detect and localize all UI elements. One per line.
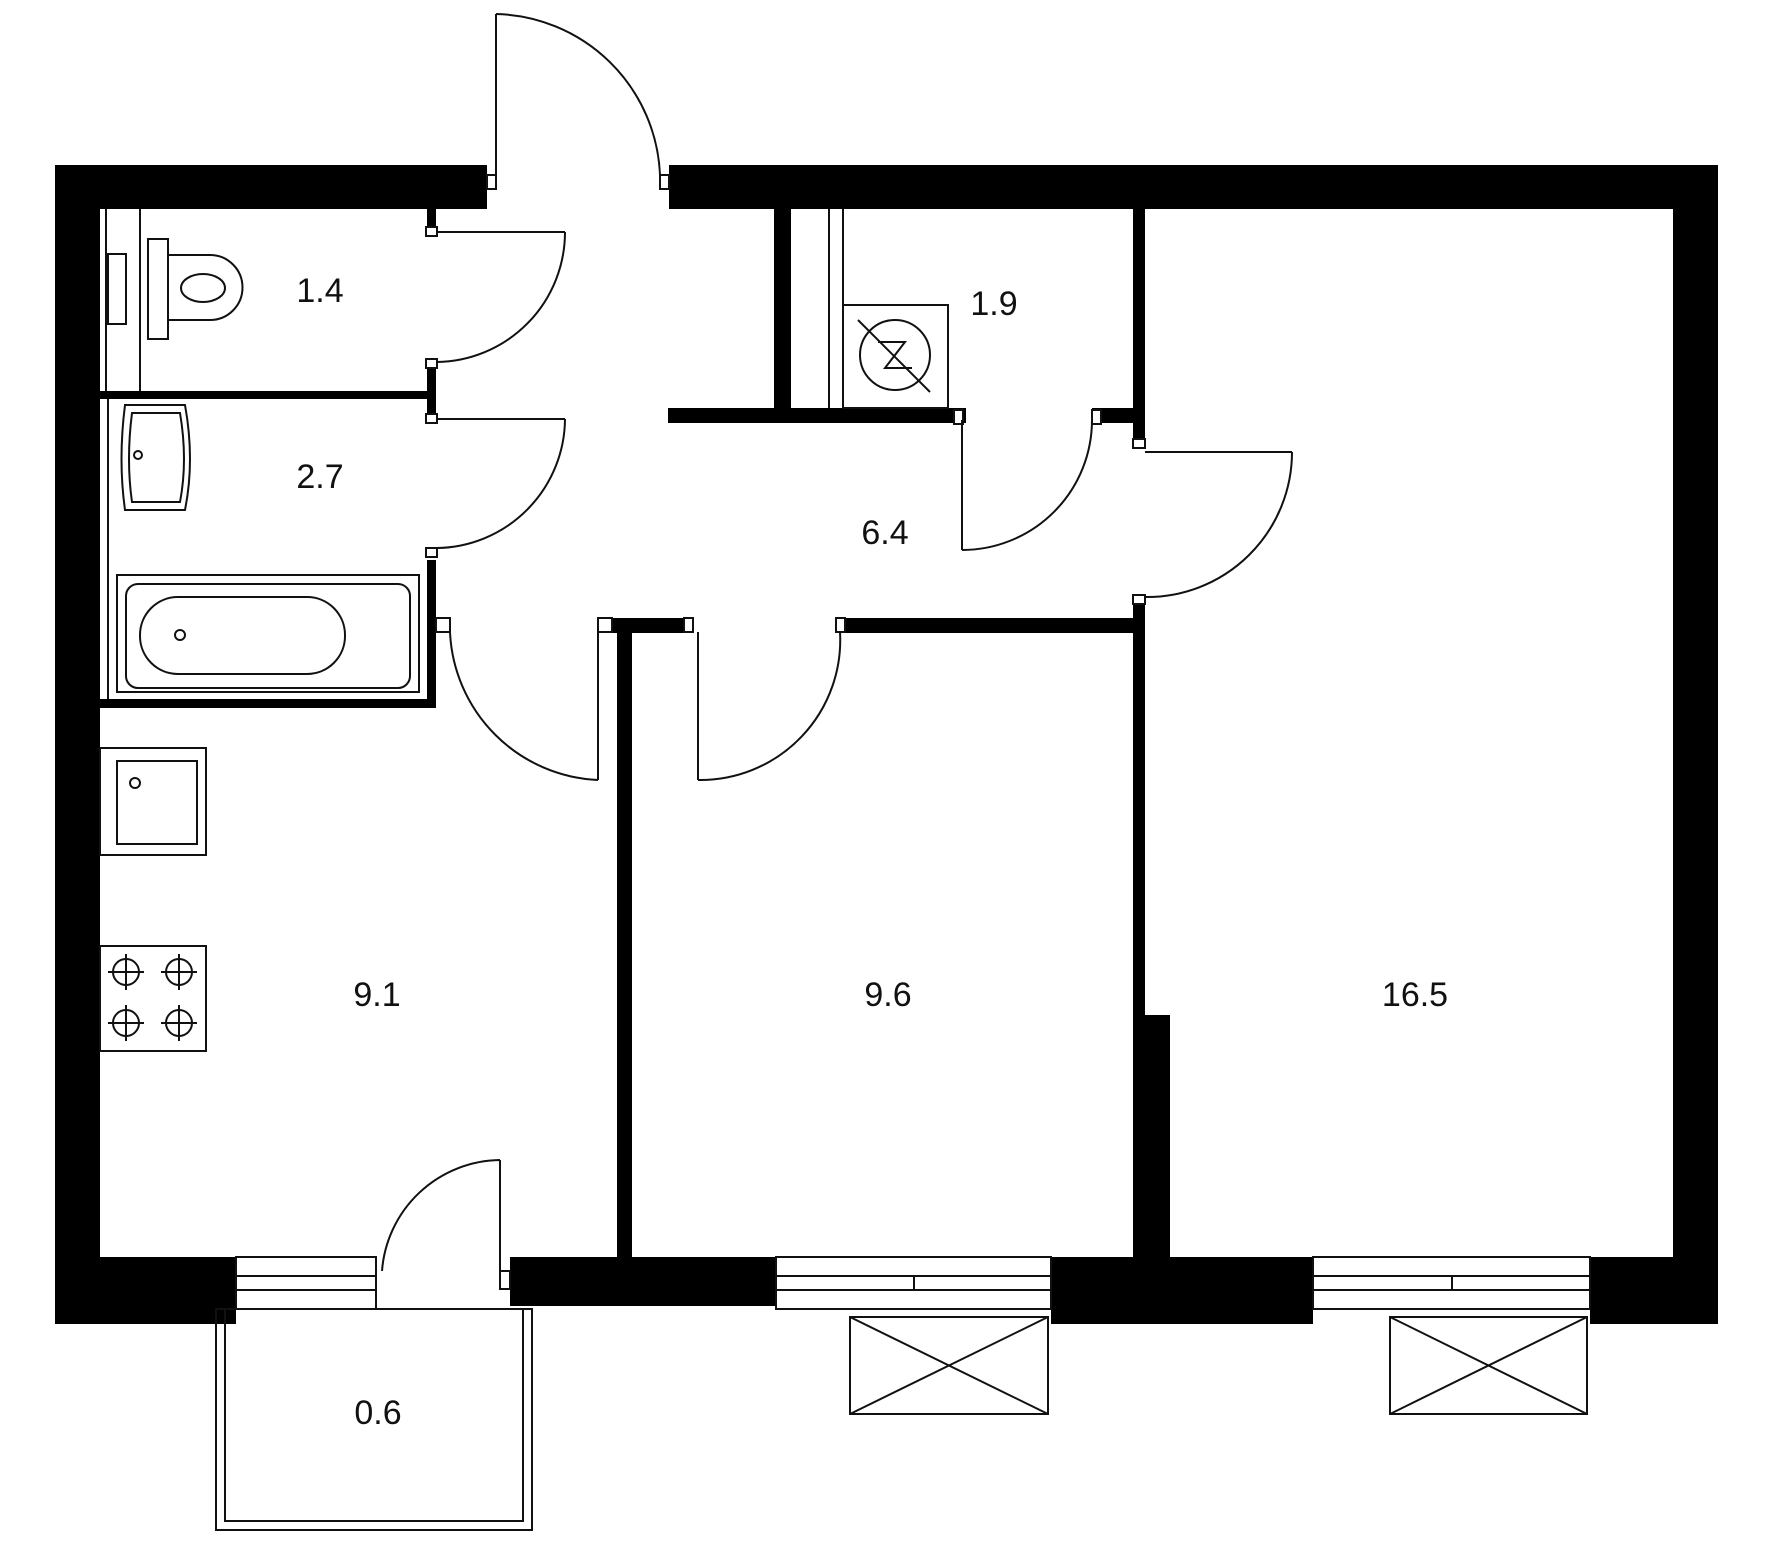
jamb xyxy=(425,413,438,424)
jamb xyxy=(953,409,964,425)
kitchen-window xyxy=(235,1256,377,1310)
doors xyxy=(381,13,1293,1272)
jamb xyxy=(425,547,438,558)
storage-door xyxy=(961,419,1093,551)
wall-kitchen-bedroom xyxy=(617,633,632,1257)
bedroom-window xyxy=(775,1256,1052,1310)
jamb xyxy=(1091,409,1102,425)
wall-storage-bottom xyxy=(668,408,966,423)
jamb xyxy=(499,1270,511,1290)
kitchen-sink-icon xyxy=(99,747,207,856)
room-area-bedroom: 9.6 xyxy=(864,976,911,1014)
room-area-bathroom: 2.7 xyxy=(296,458,343,496)
jamb xyxy=(425,358,438,369)
ac-unit-bedroom xyxy=(849,1316,1049,1415)
balcony xyxy=(215,1308,533,1531)
living-window xyxy=(1312,1256,1591,1310)
wall-wc-east-top xyxy=(427,209,436,227)
stove-icon xyxy=(99,945,207,1052)
kitchen-door xyxy=(449,631,599,781)
jamb xyxy=(597,617,613,633)
wall-toilet-bath xyxy=(100,391,435,399)
bedroom-door xyxy=(697,631,842,782)
entrance-door xyxy=(495,13,661,176)
jamb xyxy=(835,617,846,633)
electrical-panel-icon xyxy=(828,209,949,409)
jamb xyxy=(1132,438,1146,449)
ac-unit-living xyxy=(1389,1316,1588,1415)
sink-icon xyxy=(107,399,191,699)
outer-wall-right xyxy=(1673,165,1718,1324)
living-door xyxy=(1144,451,1293,599)
wall-bath-east xyxy=(427,560,436,708)
room-area-kitchen: 9.1 xyxy=(353,976,400,1014)
room-area-storage: 1.9 xyxy=(970,285,1017,323)
wall-storage-stub xyxy=(1092,408,1139,423)
balcony-door xyxy=(381,1159,501,1272)
interior-walls xyxy=(100,209,1145,1257)
outer-wall-top-left xyxy=(55,165,487,209)
wall-living-west xyxy=(1133,604,1145,1257)
bathroom-door xyxy=(436,418,566,549)
wall-bedroom-top-left xyxy=(598,618,691,633)
jamb xyxy=(435,617,451,633)
toilet-icon xyxy=(105,209,244,391)
outer-wall-bottom-2 xyxy=(510,1257,776,1306)
pier-left-of-living xyxy=(1143,1015,1170,1285)
room-labels: 1.4 2.7 1.9 6.4 9.1 9.6 16.5 0.6 xyxy=(296,272,1448,1432)
jamb xyxy=(486,174,497,190)
wall-living-west-top xyxy=(1133,209,1145,439)
exterior-units xyxy=(849,1316,1588,1415)
jamb xyxy=(425,226,438,237)
outer-wall-top-right xyxy=(669,165,1718,209)
jamb xyxy=(683,617,694,633)
outer-wall-bottom-3 xyxy=(1051,1257,1313,1324)
windows xyxy=(235,1256,1591,1310)
toilet-door xyxy=(436,231,566,363)
room-area-hallway: 6.4 xyxy=(861,514,908,552)
wall-wc-east-mid xyxy=(427,368,436,414)
outer-wall-bottom-4 xyxy=(1590,1257,1718,1324)
outer-wall-bottom-1 xyxy=(55,1257,236,1324)
room-area-toilet: 1.4 xyxy=(296,272,343,310)
wall-bedroom-top xyxy=(841,618,1141,633)
door-jambs xyxy=(425,174,1146,1290)
jamb xyxy=(659,174,670,190)
jamb xyxy=(1132,594,1146,605)
wall-storage-west xyxy=(774,209,791,413)
wall-bath-bottom xyxy=(100,699,435,708)
room-area-balcony: 0.6 xyxy=(354,1394,401,1432)
room-area-living: 16.5 xyxy=(1382,976,1448,1014)
outer-walls xyxy=(55,165,1718,1324)
outer-wall-left xyxy=(55,165,100,1324)
bathtub-icon xyxy=(116,574,420,693)
